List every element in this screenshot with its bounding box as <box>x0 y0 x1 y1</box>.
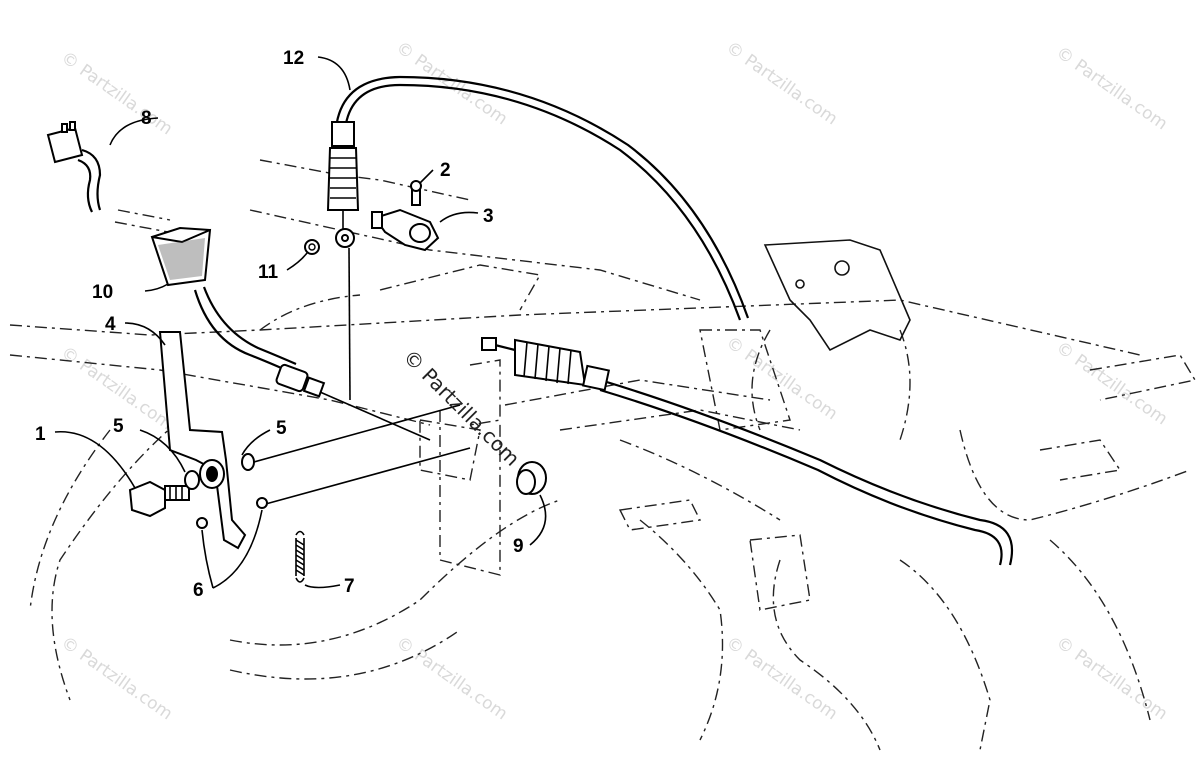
center-watermark: © Partzilla.com <box>398 345 524 471</box>
upper-cable <box>326 75 750 401</box>
callout-5-left: 5 <box>113 416 124 437</box>
clevis-part <box>371 180 440 252</box>
callout-10: 10 <box>92 282 113 303</box>
callout-2: 2 <box>440 160 451 181</box>
watermark: © Partzilla.com <box>392 38 511 130</box>
lower-cable <box>481 337 1014 566</box>
o-rings <box>184 404 471 506</box>
watermark: © Partzilla.com <box>1052 338 1171 430</box>
watermark: © Partzilla.com <box>722 38 841 130</box>
callout-11: 11 <box>258 262 279 283</box>
mounting-bracket <box>763 239 911 352</box>
watermark: © Partzilla.com <box>392 633 511 725</box>
watermark: © Partzilla.com <box>1052 633 1171 725</box>
callout-7: 7 <box>344 576 355 597</box>
callout-1: 1 <box>35 424 46 445</box>
leader-lines <box>54 56 547 589</box>
callout-8: 8 <box>141 108 152 129</box>
bushing-part <box>516 461 547 495</box>
svg-text:© Partzilla.com: © Partzilla.com <box>398 345 524 471</box>
wire-harness <box>193 286 431 441</box>
callout-12: 12 <box>283 48 304 69</box>
callout-6: 6 <box>193 580 204 601</box>
callout-labels: 12 2 3 8 10 11 4 1 5 5 6 7 9 <box>35 48 524 601</box>
watermark: © Partzilla.com <box>722 333 841 425</box>
clip-part <box>304 239 320 255</box>
bolt-part <box>128 480 190 518</box>
callout-4: 4 <box>105 314 116 335</box>
wire-connector <box>46 121 171 233</box>
watermark: © Partzilla.com <box>722 633 841 725</box>
callout-9: 9 <box>513 536 524 557</box>
grommet-part <box>150 226 212 287</box>
watermark: © Partzilla.com <box>1052 43 1171 135</box>
frame-outline <box>9 159 1197 751</box>
callout-5-right: 5 <box>276 418 287 439</box>
e-clips <box>196 497 268 529</box>
lever-part <box>158 331 247 550</box>
spring-part <box>295 530 305 583</box>
watermark-layer: © Partzilla.com © Partzilla.com © Partzi… <box>57 38 1171 725</box>
callout-3: 3 <box>483 206 494 227</box>
watermark: © Partzilla.com <box>57 633 176 725</box>
